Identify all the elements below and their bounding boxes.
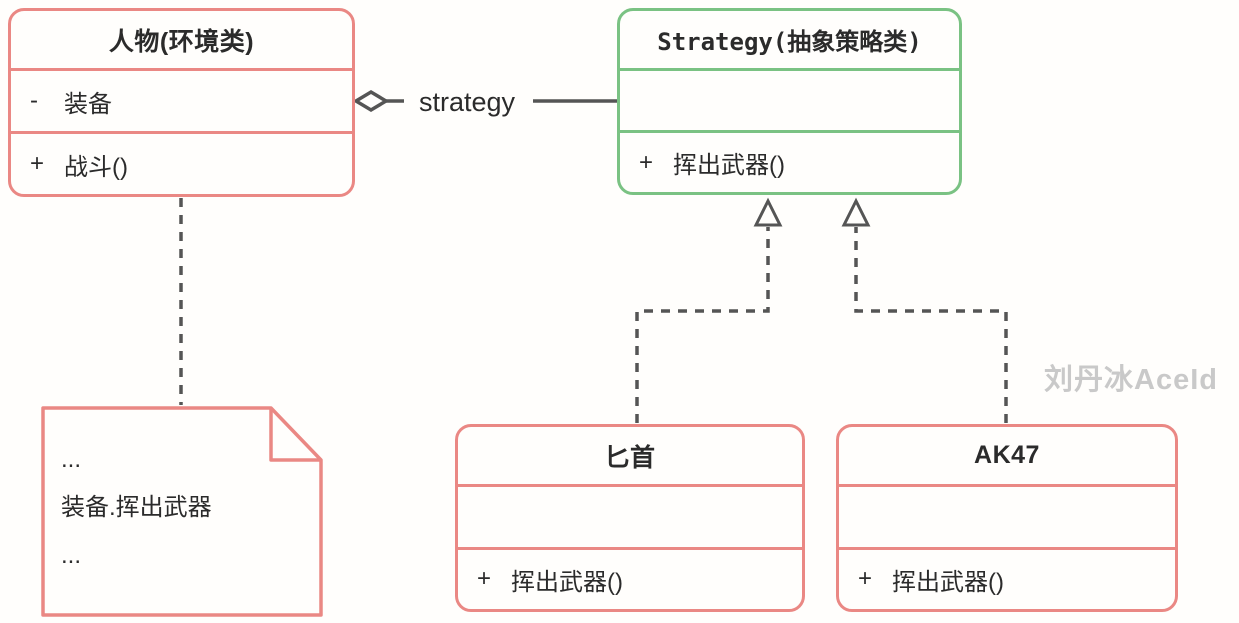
visibility-sign: +: [858, 565, 873, 593]
aggregation-label: strategy: [419, 87, 516, 117]
class-strategy-method-row: + 挥出武器(): [620, 130, 959, 192]
realization-ak47-arrow-icon: [841, 197, 871, 227]
visibility-sign: +: [639, 148, 654, 176]
class-dagger: 匕首 + 挥出武器(): [455, 424, 805, 612]
method-label: 挥出武器(): [892, 568, 1004, 596]
class-ak47-title: AK47: [974, 441, 1040, 469]
note-line: 装备.挥出武器: [61, 494, 212, 521]
class-person-method-row: + 战斗(): [11, 131, 352, 194]
method-label: 挥出武器(): [511, 568, 623, 596]
class-person: 人物(环境类) - 装备 + 战斗(): [8, 8, 355, 197]
class-ak47: AK47 + 挥出武器(): [836, 424, 1178, 612]
class-person-title: 人物(环境类): [108, 27, 255, 56]
note-line: ...: [61, 542, 82, 569]
class-dagger-title: 匕首: [604, 443, 656, 472]
method-label: 战斗(): [64, 153, 128, 181]
realization-ak47-line: [854, 227, 1008, 423]
aggregation-diamond-icon: [352, 89, 390, 113]
note-box: ... 装备.挥出武器 ...: [41, 406, 323, 617]
class-strategy: Strategy(抽象策略类) + 挥出武器(): [617, 8, 962, 195]
visibility-sign: -: [30, 87, 38, 114]
class-dagger-attribute-row: [458, 484, 802, 547]
realization-dagger-line: [635, 227, 770, 423]
class-ak47-attribute-row: [839, 484, 1175, 547]
note-line: ...: [61, 446, 82, 473]
class-dagger-method-row: + 挥出武器(): [458, 546, 802, 610]
note-text: ... 装备.挥出武器 ...: [61, 436, 212, 580]
class-ak47-method-row: + 挥出武器(): [839, 546, 1175, 610]
note-shape: [41, 406, 323, 617]
attribute-label: 装备: [64, 90, 112, 118]
watermark-text: 刘丹冰AceId: [1044, 364, 1218, 396]
visibility-sign: +: [477, 565, 492, 593]
class-strategy-attribute-row: [620, 68, 959, 130]
class-strategy-title: Strategy(抽象策略类): [657, 28, 922, 56]
realization-dagger-arrow-icon: [753, 197, 783, 227]
class-person-attribute-row: - 装备: [11, 68, 352, 131]
method-label: 挥出武器(): [673, 152, 785, 179]
visibility-sign: +: [30, 150, 45, 177]
